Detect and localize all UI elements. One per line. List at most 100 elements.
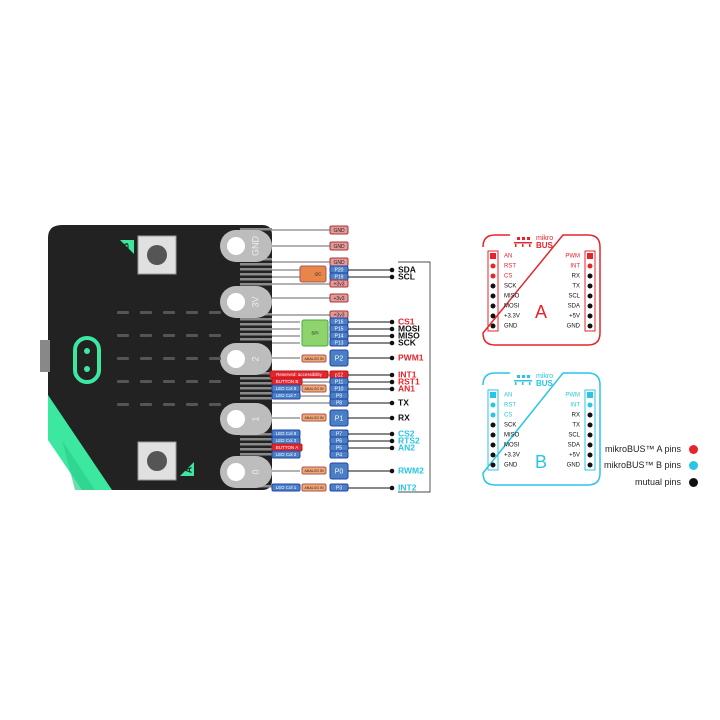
mikrobus-a-right-gnd: GND [567, 324, 581, 330]
pin-p2: P2 [335, 355, 344, 362]
edge-label-0: 0 [250, 469, 260, 474]
pin-gnd-2: GND [333, 244, 345, 250]
conn-rwm2: RWM2 [398, 465, 424, 475]
mikrobus-a-left-rst: RST [504, 264, 516, 270]
mikrobus-b-left-cs: CS [504, 413, 512, 419]
button-a-marker [180, 462, 194, 476]
conn-an1: AN1 [398, 383, 415, 393]
legend-b-pins: mikroBUS™ B pins [604, 460, 698, 470]
pin-p13: P13 [335, 340, 344, 346]
edge-label-1: 1 [250, 416, 260, 421]
pin-p14: P14 [335, 333, 344, 339]
cyan-dot-icon [689, 460, 698, 470]
legend-mutual-pins: mutual pins [635, 477, 698, 487]
i2c-label: I2C [314, 272, 322, 277]
mikrobus-a-right-5v: +5V [569, 314, 580, 320]
pin-p12: p12 [335, 372, 344, 378]
legend-a-pins: mikroBUS™ A pins [605, 444, 698, 454]
pin-p7: P7 [336, 431, 342, 437]
conn-int1: INT1 [398, 369, 417, 379]
legend-a-label: mikroBUS™ A pins [604, 444, 681, 454]
mikrobus-a-right-pwm: PWM [565, 254, 580, 260]
led-col3-label: LED Col 3 [276, 438, 297, 443]
usb-connector [40, 340, 50, 372]
mikrobus-b-right-gnd: GND [567, 463, 581, 469]
mikrobus-b-left-pins [490, 392, 496, 468]
analog-label-p10: ANALOG IN [304, 387, 324, 391]
mikrobus-b-left-sck: SCK [504, 423, 516, 429]
pin-3v3-b: +3v3 [334, 296, 345, 302]
mikrobus-b-left-3v3: +3.3V [504, 453, 520, 459]
mikrobus-b-left-mosi: MOSI [504, 443, 520, 449]
edge-label-gnd: GND [250, 236, 260, 257]
spi-label: SPI [311, 331, 318, 336]
button-a[interactable] [137, 441, 177, 481]
button-b-marker [120, 240, 134, 254]
mikrobus-a-left-cs: CS [504, 274, 512, 280]
legend-mutual-label: mutual pins [634, 477, 681, 487]
button-b-letter: B [120, 242, 130, 249]
mikrobus-a-right-int: INT [570, 264, 580, 270]
led-col9-label: LED Col 9 [276, 386, 297, 391]
conn-sck: SCK [398, 337, 417, 347]
conn-rx: RX [398, 412, 410, 422]
button-a-letter: A [183, 466, 193, 473]
mikrobus-a: mikro BUS AN RST CS SCK MISO MOSI +3.3V … [482, 234, 601, 346]
conn-cs2: CS2 [398, 428, 415, 438]
edge-label-3v: 3V [250, 296, 260, 307]
conn-miso: MISO [398, 330, 420, 340]
pin-gnd-1: GND [333, 228, 345, 234]
mikrobus-b-letter: B [535, 452, 547, 472]
reserved-accessibility-label: Reserved: accessibility [276, 372, 323, 377]
led-matrix [117, 311, 221, 406]
mikrobus-a-right-scl: SCL [568, 294, 580, 300]
pin-p1: P1 [335, 415, 344, 422]
mikrobus-b-logo-bottom: BUS [536, 379, 554, 388]
pin-p20: P20 [335, 267, 344, 273]
pin-p4: P4 [336, 452, 342, 458]
mikrobus-a-letter: A [535, 302, 547, 322]
pin-p10: P10 [335, 386, 344, 392]
mikrobus-b-right-sda: SDA [568, 443, 580, 449]
mikrobus-b-logo-top: mikro [536, 373, 553, 380]
pin-p8: P8 [336, 400, 342, 406]
mikrobus-a-logo-bottom: BUS [536, 241, 554, 250]
mikrobus-b-right-pins [587, 392, 593, 468]
conn-tx: TX [398, 397, 409, 407]
conn-int2: INT2 [398, 482, 417, 492]
mikrobus-b-right-rx: RX [572, 413, 580, 419]
button-b-pin-label: BUTTON B [276, 379, 299, 384]
analog-label-p3: ANALOG IN [304, 486, 324, 490]
pin-p16: P16 [335, 319, 344, 325]
mikrobus-b-left-gnd: GND [504, 463, 518, 469]
mikrobus-a-left-gnd: GND [504, 324, 518, 330]
pin-3v3-a: +3v3 [334, 281, 345, 287]
pin-p0: P0 [335, 468, 344, 475]
led-col7-label: LED Col 7 [276, 393, 297, 398]
mikrobus-a-logo-top: mikro [536, 235, 553, 242]
mikrobus-b-right-tx: TX [572, 423, 580, 429]
connection-labels: SDA SCL CS1 MOSI MISO SCK PWM1 INT1 RST1… [398, 264, 424, 492]
pin-table: GND GND GND I2C P20 P19 +3v3 +3v3 +3v3 S… [269, 225, 349, 492]
pin-p19: P19 [335, 274, 344, 280]
mikrobus-b-left-miso: MISO [504, 433, 520, 439]
conn-sda: SDA [398, 264, 416, 274]
mikrobus-a-right-tx: TX [572, 284, 580, 290]
led-col1-label: LED Col 1 [276, 485, 297, 490]
conn-scl: SCL [398, 271, 415, 281]
button-b[interactable] [137, 235, 177, 275]
red-dot-icon [689, 444, 698, 454]
pin-p9: P9 [336, 393, 342, 399]
conn-pwm1: PWM1 [398, 352, 424, 362]
analog-label-p1: ANALOG IN [304, 416, 324, 420]
mikrobus-a-left-pins [490, 253, 496, 329]
mikrobus-b: mikro BUS AN RST CS SCK MISO MOSI +3.3V … [482, 372, 601, 486]
mikrobus-a-left-mosi: MOSI [504, 304, 520, 310]
conn-rst1: RST1 [398, 376, 420, 386]
mikrobus-b-left-rst: RST [504, 403, 516, 409]
corner-triangle-bottom [48, 395, 112, 490]
pin-gnd-3: GND [333, 260, 345, 266]
analog-label-p2: ANALOG IN [304, 357, 324, 361]
pin-p15: P15 [335, 326, 344, 332]
